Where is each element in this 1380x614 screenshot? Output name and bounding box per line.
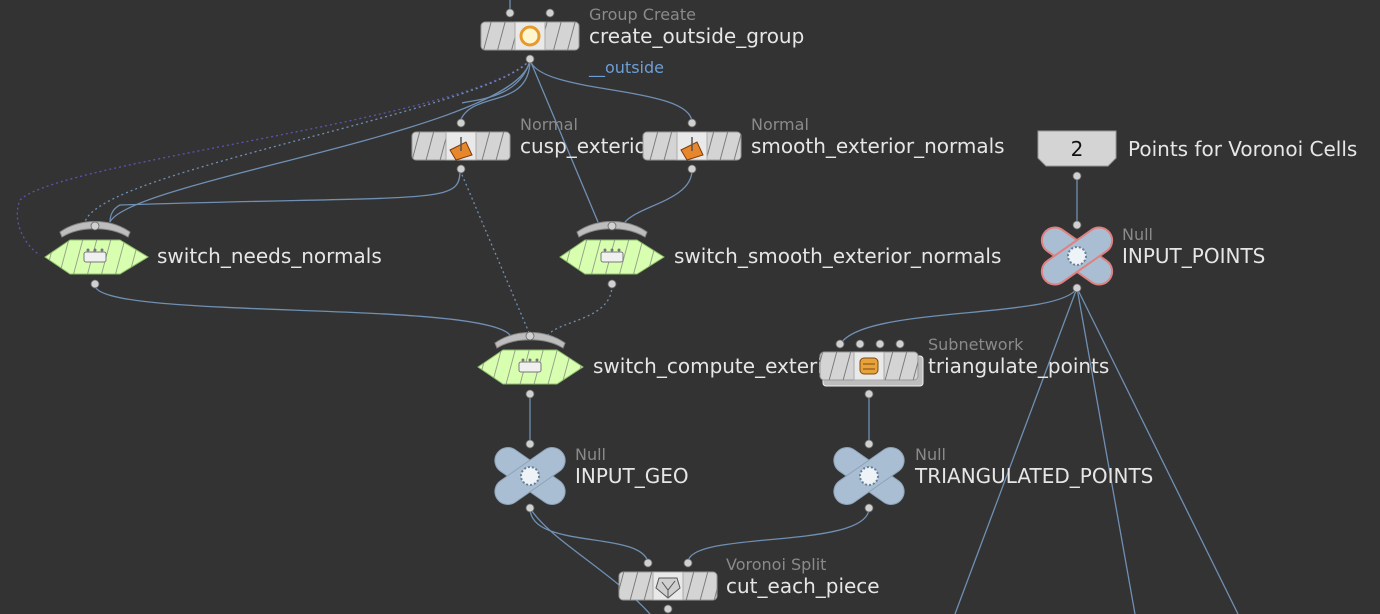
switch-icon xyxy=(600,248,624,263)
node-type-label: Subnetwork xyxy=(928,335,1024,354)
node-triangulate-points[interactable]: Subnetwork triangulate_points xyxy=(819,335,1109,399)
node-type-label: Null xyxy=(575,445,606,464)
switch-icon xyxy=(83,248,107,263)
group-name-label: __outside xyxy=(588,58,664,78)
node-cusp-exterior-normals[interactable]: Normal cusp_exterio xyxy=(411,115,647,174)
node-type-label: Voronoi Split xyxy=(726,555,826,574)
node-name-label: cut_each_piece xyxy=(726,574,880,598)
normal-icon xyxy=(680,137,704,161)
node-name-label: switch_needs_normals xyxy=(157,244,382,268)
node-input-points[interactable]: Null INPUT_POINTS xyxy=(1037,220,1266,293)
node-switch-smooth-exterior-normals[interactable]: switch_smooth_exterior_normals xyxy=(559,221,1001,289)
node-name-label: cusp_exterio xyxy=(520,134,647,158)
subnetwork-icon xyxy=(859,357,879,375)
node-name-label: switch_smooth_exterior_normals xyxy=(674,244,1001,268)
node-name-label: switch_compute_exterio xyxy=(593,354,835,378)
null-icon xyxy=(859,466,879,486)
node-name-label: INPUT_GEO xyxy=(575,464,689,488)
node-points-for-voronoi[interactable]: 2 Points for Voronoi Cells xyxy=(1037,130,1357,181)
node-name-label: smooth_exterior_normals xyxy=(751,134,1005,158)
group-create-icon xyxy=(519,25,541,47)
wires xyxy=(16,0,1239,614)
node-input-geo[interactable]: Null INPUT_GEO xyxy=(490,439,689,513)
node-name-label: TRIANGULATED_POINTS xyxy=(914,464,1153,488)
node-name-label: create_outside_group xyxy=(589,24,804,48)
null-icon xyxy=(1067,246,1087,266)
node-name-label: Points for Voronoi Cells xyxy=(1128,137,1357,161)
node-switch-compute-exterior[interactable]: switch_compute_exterio xyxy=(477,331,835,399)
node-name-label: INPUT_POINTS xyxy=(1122,244,1265,268)
node-type-label: Normal xyxy=(520,115,578,134)
node-value-label: 2 xyxy=(1071,137,1084,161)
normal-icon xyxy=(449,137,473,161)
node-switch-needs-normals[interactable]: switch_needs_normals xyxy=(44,221,382,289)
switch-icon xyxy=(518,358,542,373)
voronoi-split-icon xyxy=(655,577,681,599)
node-type-label: Null xyxy=(1122,225,1153,244)
node-type-label: Null xyxy=(915,445,946,464)
node-cut-each-piece[interactable]: Voronoi Split cut_each_piece xyxy=(618,555,880,614)
node-smooth-exterior-normals[interactable]: Normal smooth_exterior_normals xyxy=(642,115,1005,174)
node-triangulated-points[interactable]: Null TRIANGULATED_POINTS xyxy=(829,439,1154,513)
node-create-outside-group[interactable]: Group Create create_outside_group __outs… xyxy=(480,5,804,78)
node-type-label: Group Create xyxy=(589,5,696,24)
null-icon xyxy=(520,466,540,486)
node-name-label: triangulate_points xyxy=(928,354,1109,378)
node-type-label: Normal xyxy=(751,115,809,134)
